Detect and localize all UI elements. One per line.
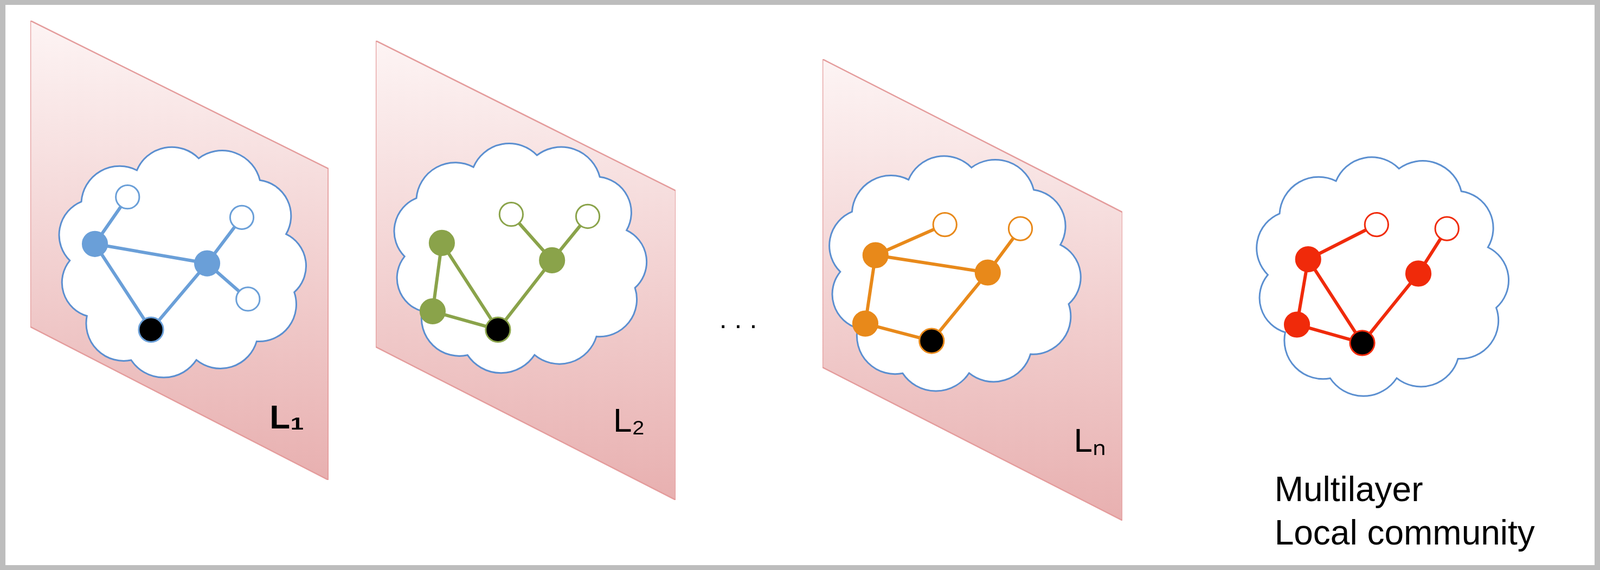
- graph-link: [931, 272, 988, 341]
- layer-label: Lₙ: [1074, 423, 1107, 458]
- graph-vertex: [1295, 246, 1321, 272]
- graph-link: [94, 243, 208, 264]
- graph-vertex: [429, 230, 454, 255]
- graph-vertex: [540, 247, 565, 273]
- graph-vertex: [975, 260, 1000, 285]
- graph-vertex: [82, 231, 107, 256]
- network-graph: [1256, 157, 1509, 396]
- graph-vertex: [499, 202, 523, 227]
- graph-vertex: [194, 251, 220, 276]
- layer-panel: L₁: [30, 20, 329, 480]
- graph-vertex: [1405, 261, 1431, 286]
- graph-vertex: [1284, 312, 1309, 337]
- layer-label: L₂: [613, 403, 646, 438]
- graph-link: [94, 243, 152, 330]
- graph-vertex: [229, 205, 254, 229]
- graph-vertex: [575, 204, 600, 228]
- graph-link: [1361, 273, 1419, 343]
- graph-link: [875, 255, 988, 273]
- graph-vertex: [236, 287, 260, 311]
- caption-label: Multilayer Local community: [1274, 467, 1546, 555]
- graph-vertex: [420, 298, 445, 324]
- graph-vertex: [1350, 330, 1375, 356]
- layer-panel: Lₙ: [822, 59, 1123, 521]
- graph-vertex: [1435, 216, 1459, 241]
- graph-vertex: [485, 317, 511, 342]
- graph-vertex: [933, 212, 957, 236]
- layer-panel: L₂: [375, 40, 676, 500]
- graph-vertex: [116, 185, 140, 209]
- graph-vertex: [863, 242, 888, 268]
- canvas: L₁ L₂ Lₙ . . . Multilayer Local community: [5, 4, 1595, 565]
- cloud-outline: [1256, 157, 1509, 396]
- graph-vertex: [852, 311, 878, 336]
- layer-label: L₁: [269, 400, 305, 434]
- graph-vertex: [919, 328, 944, 353]
- ellipsis-label: . . .: [719, 301, 757, 337]
- graph-vertex: [138, 317, 164, 342]
- graph-link: [497, 260, 552, 330]
- graph-vertex: [1364, 212, 1389, 236]
- graph-vertex: [1008, 216, 1032, 241]
